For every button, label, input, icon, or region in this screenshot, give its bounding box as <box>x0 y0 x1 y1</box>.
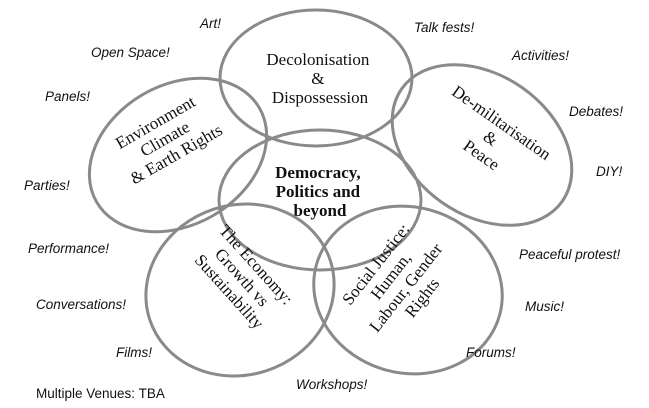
ring-social-justice <box>312 204 504 376</box>
label-economy: The Economy: Growth vs Sustainability <box>187 221 299 337</box>
activity-activities: Activities! <box>511 48 569 63</box>
label-environment: Environment Climate & Earth Rights <box>108 87 226 188</box>
label-decolonisation-line2: & <box>311 69 324 88</box>
activity-music: Music! <box>525 299 564 314</box>
activity-peaceful-protest: Peaceful protest! <box>519 247 621 262</box>
activity-forums: Forums! <box>466 345 516 360</box>
ring-environment <box>87 76 269 234</box>
activity-performance: Performance! <box>28 241 109 256</box>
label-decolonisation-line3: Dispossession <box>272 88 369 107</box>
label-democracy-line1: Democracy, <box>275 163 360 182</box>
ring-democracy <box>217 128 423 272</box>
activity-parties: Parties! <box>24 178 70 193</box>
ring-economy <box>144 202 336 378</box>
activity-conversations: Conversations! <box>36 297 126 312</box>
activity-talk-fests: Talk fests! <box>414 20 475 35</box>
activity-workshops: Workshops! <box>296 377 368 392</box>
ring-demilitarisation <box>390 63 574 227</box>
activity-films: Films! <box>116 345 152 360</box>
label-social-justice: Social Justice: Human, Labour, Gender Ri… <box>335 213 463 347</box>
label-democracy-line3: beyond <box>294 201 347 220</box>
activity-diy: DIY! <box>596 164 623 179</box>
activity-open-space: Open Space! <box>91 45 170 60</box>
label-democracy: Democracy, Politics and beyond <box>275 163 365 220</box>
activity-art: Art! <box>199 16 221 31</box>
footer-venues: Multiple Venues: TBA <box>36 386 165 401</box>
label-democracy-line2: Politics and <box>276 182 361 201</box>
label-decolonisation-line1: Decolonisation <box>266 50 369 69</box>
label-decolonisation: Decolonisation & Dispossession <box>266 50 373 107</box>
activity-panels: Panels! <box>45 89 90 104</box>
activity-debates: Debates! <box>569 104 623 119</box>
